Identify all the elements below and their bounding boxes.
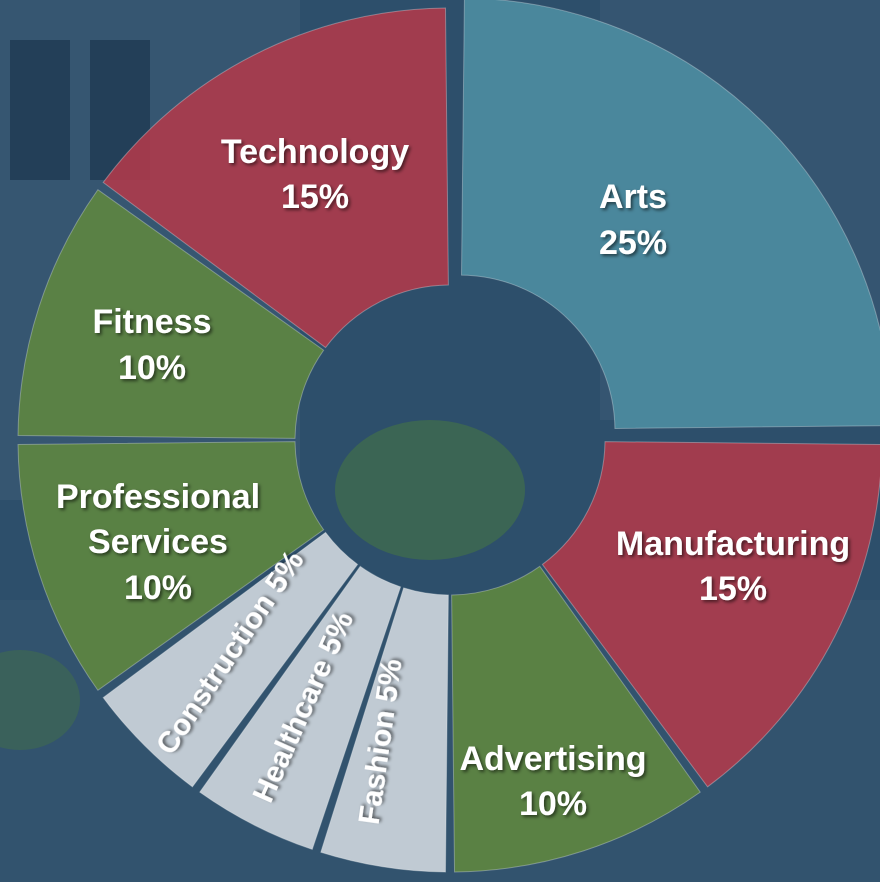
slice-value-advertising: 10%: [519, 785, 587, 823]
slice-value-fitness: 10%: [118, 349, 186, 387]
slice-label-fitness: Fitness: [92, 303, 211, 341]
slice-label-advertising: Advertising: [459, 740, 646, 778]
background-tree: [0, 650, 80, 750]
slice-healthcare[interactable]: [199, 565, 402, 851]
slice-value-fashion: 5%: [370, 657, 409, 705]
slice-value-arts: 25%: [599, 224, 667, 262]
slice-label-professional-services-line1: Professional: [56, 478, 260, 516]
slice-construction[interactable]: [102, 531, 359, 788]
slice-label-professional-services-line2: Services: [88, 523, 228, 561]
background-tree: [335, 420, 525, 560]
slice-arts[interactable]: [461, 0, 880, 429]
slice-fashion[interactable]: [320, 587, 449, 873]
slice-value-professional-services: 10%: [124, 569, 192, 607]
slice-label-arts: Arts: [599, 178, 667, 216]
slice-value-manufacturing: 15%: [699, 570, 767, 608]
slice-professional-services[interactable]: [17, 441, 325, 691]
slice-value-technology: 15%: [281, 178, 349, 216]
slice-fitness[interactable]: [17, 189, 325, 439]
slice-label-technology: Technology: [221, 133, 409, 171]
background-window: [10, 40, 70, 180]
slice-advertising[interactable]: [451, 565, 701, 873]
slice-manufacturing[interactable]: [541, 441, 880, 788]
slice-technology[interactable]: [102, 7, 449, 349]
slice-label-manufacturing: Manufacturing: [616, 525, 850, 563]
